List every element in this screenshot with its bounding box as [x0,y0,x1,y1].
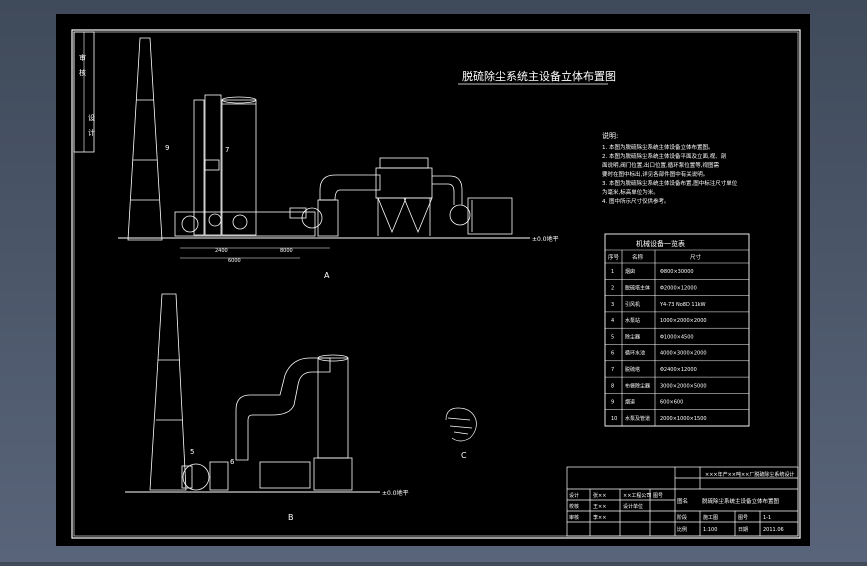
table-cell-name: 布袋除尘器 [625,382,650,389]
table-cell-size: 1000×2000×2000 [660,318,707,324]
view-a-elevation [127,37,513,241]
title-block-approver-name: 李×× [593,514,606,521]
equipment-table: 机械设备一览表 序号 名称 尺寸 1 烟囱 Φ800×30000 2 脱硫塔主体 Φ200… [604,233,750,427]
title-block-drawing-no-label: 图号 [653,493,663,499]
table-cell-no: 2 [611,285,614,291]
title-block-sheet-value: 1-1 [763,515,771,521]
drawing-title: 脱硫除尘系统主设备立体布置图 [462,69,616,83]
title-block-designer-label: 设计 [569,492,579,499]
equipment-table-title: 机械设备一览表 [636,239,685,248]
table-cell-size: Φ1000×4500 [660,334,694,340]
table-cell-name: 引风机 [625,301,640,308]
title-block-checker-label: 校核 [569,503,579,510]
title-block-scale-label: 比例 [677,526,687,533]
table-cell-size: 4000×3000×2000 [660,351,707,357]
table-cell-size: Φ2000×12000 [660,285,697,291]
table-cell-size: Φ800×30000 [660,269,694,275]
title-block-checker-name: 王×× [593,504,606,510]
view-b-ground: ±0.0地平 B 5 6 [125,448,409,522]
title-block-name-label: 图名 [677,497,688,505]
view-a-label: A [324,271,330,280]
notes-line: 3. 本图为脱硫除尘系统主体设备布置,图中标注尺寸单位 [602,179,738,187]
title-block-sheet-label: 图号 [738,515,748,521]
notes-line: 面说明,阀门位置,出口位置,循环泵位置等,视图需 [602,161,719,169]
side-strip: 审 核 设 计 [73,31,95,153]
table-cell-no: 4 [611,318,614,324]
table-cell-no: 5 [611,334,614,340]
dim-a-lower: 6000 [228,258,241,264]
table-cell-no: 7 [611,367,614,373]
table-cell-size: 2000×1000×1500 [660,416,707,422]
callout-9: 9 [165,144,169,152]
callout-5: 5 [190,448,194,456]
table-cell-no: 9 [611,400,614,406]
table-cell-no: 6 [611,351,614,357]
title-block-unit: ××工程公司 [623,492,651,499]
notes-heading: 说明: [602,131,618,140]
drawing-frame [71,29,801,539]
chimney-a [127,37,163,241]
table-cell-size: Φ2400×12000 [660,367,697,373]
view-b-elevation [149,293,353,491]
table-cell-name: 水泵及管道 [625,415,650,422]
side-strip-text-4: 计 [88,128,95,137]
table-cell-no: 1 [611,269,614,275]
table-cell-size: 600×600 [660,400,683,406]
table-cell-name: 脱硫塔 [625,366,640,373]
drawing-frame-inner [73,31,799,537]
table-header-name: 名称 [632,253,644,261]
chimney-b [149,293,187,491]
view-c-label: C [461,451,467,460]
title-block-unit-label: 设计单位 [623,503,643,510]
title-block-scale-value: 1:100 [703,527,717,533]
side-strip-text-3: 设 [88,113,95,122]
table-header-size: 尺寸 [690,253,702,261]
title-block-approver-label: 审核 [569,514,579,521]
table-cell-name: 脱硫塔主体 [625,284,650,291]
notes-line: 2. 本图为脱硫除尘系统主体设备平面及立面,视、剖 [602,152,726,160]
table-cell-name: 烟道 [625,399,635,406]
title-block [566,466,799,537]
notes-line: 为毫米,标高单位为米。 [602,188,659,196]
title-block-text: ×××年产××吨××厂脱硫除尘系统设计 图名 脱硫除尘系统主设备立体布置图 设计… [569,471,794,533]
title-block-date-label: 日期 [738,527,748,533]
table-cell-no: 3 [611,302,614,308]
title-block-project: ×××年产××吨××厂脱硫除尘系统设计 [705,471,794,478]
ground-label-a: ±0.0地平 [532,235,559,243]
notes-block: 说明: 1. 本图为脱硫除尘系统主体设备立体布置图。 2. 本图为脱硫除尘系统主… [602,131,738,205]
notes-line: 1. 本图为脱硫除尘系统主体设备立体布置图。 [602,143,714,151]
table-cell-name: 循环水池 [625,350,645,357]
dim-a1: 2400 [215,248,228,254]
table-cell-size: Y4-73 No8D 11kW [659,302,706,308]
table-header-no: 序号 [608,253,620,261]
table-cell-name: 烟囱 [625,268,635,275]
view-b-label: B [288,513,294,522]
ground-label-b: ±0.0地平 [382,489,409,497]
dim-a2: 8000 [280,248,293,254]
table-cell-name: 除尘器 [625,333,640,340]
title-block-stage-value: 施工图 [703,514,718,521]
table-cell-size: 3000×2000×5000 [660,383,707,389]
callout-6: 6 [230,458,235,466]
table-cell-no: 10 [611,416,617,422]
title-block-date-value: 2011.06 [763,527,784,533]
view-a-ground: ±0.0地平 2400 8000 6000 A 9 7 [118,144,559,280]
table-cell-no: 8 [611,383,614,389]
title-block-drawing-name: 脱硫除尘系统主设备立体布置图 [702,497,780,505]
drawing-sheet [56,14,810,546]
title-block-designer-name: 张×× [593,492,606,499]
notes-line: 要时在图中标出,详见各部件图中有关说明。 [602,170,708,178]
callout-7: 7 [225,146,229,154]
view-c-detail [445,407,477,442]
side-strip-text-1: 审 [79,53,86,62]
title-block-stage-label: 阶段 [677,514,687,521]
table-cell-name: 水泵站 [625,317,640,324]
side-strip-text-2: 核 [79,68,86,77]
notes-line: 4. 图中所示尺寸仅供参考。 [602,197,670,205]
